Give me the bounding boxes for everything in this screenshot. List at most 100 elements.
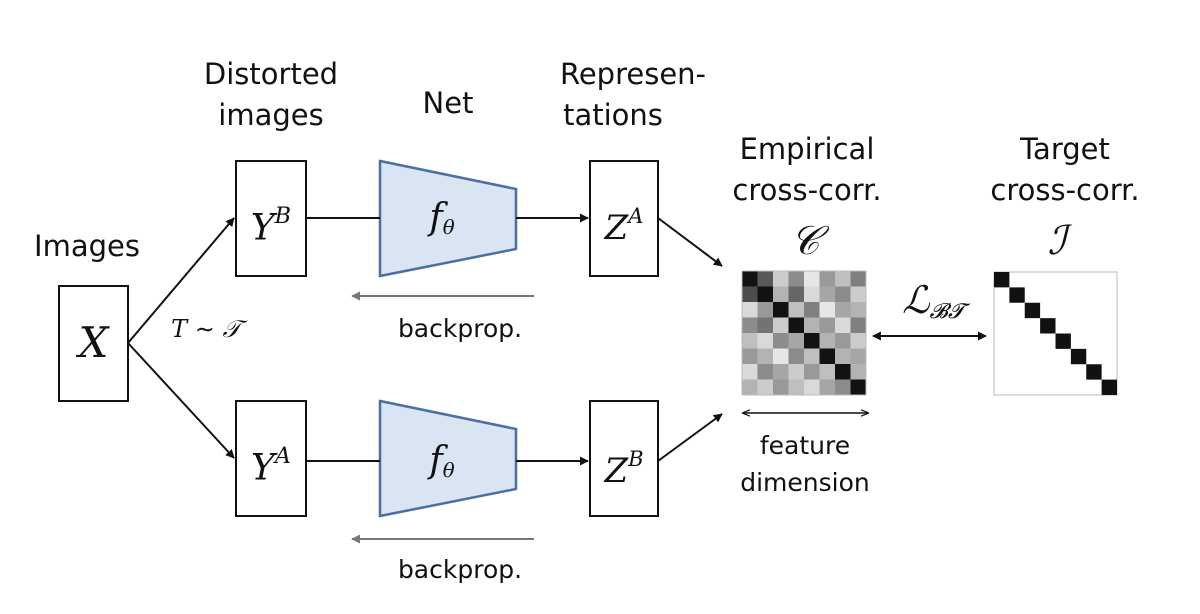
empirical-cell — [788, 379, 805, 396]
target-diagonal-cell — [1040, 318, 1056, 334]
empirical-cell — [773, 286, 789, 303]
label-backprop-bottom: backprop. — [397, 555, 523, 584]
math-c-symbol: 𝒞 — [790, 218, 820, 264]
empirical-cell — [742, 302, 758, 318]
empirical-cell — [850, 302, 867, 318]
math-net-bottom: fθ — [429, 440, 455, 482]
empirical-cell — [850, 333, 867, 349]
net-top-trapezoid — [378, 159, 518, 278]
empirical-cell — [835, 348, 851, 365]
target-diagonal-cell — [1070, 348, 1087, 365]
empirical-diagonal-cell — [788, 317, 805, 334]
label-dimension: dimension — [740, 468, 870, 497]
arrow-z-bottom-to-matrix — [657, 413, 723, 462]
empirical-cell — [742, 379, 758, 396]
empirical-diagonal-cell — [850, 379, 867, 396]
empirical-cross-corr-matrix — [742, 271, 867, 396]
empirical-cell — [819, 379, 836, 396]
empirical-cell — [835, 379, 851, 396]
math-x: X — [78, 318, 109, 367]
target-identity-matrix — [994, 272, 1117, 395]
empirical-cell — [788, 348, 805, 365]
empirical-cell — [835, 333, 851, 349]
empirical-cell — [804, 317, 820, 334]
empirical-cell — [742, 348, 758, 365]
empirical-cell — [835, 286, 851, 303]
math-loss: ℒ𝓑𝓣 — [902, 278, 964, 324]
arrow-z-top-to-matrix — [657, 217, 723, 267]
empirical-cell — [742, 317, 758, 334]
empirical-cell — [742, 286, 758, 303]
empirical-cell — [742, 364, 758, 380]
y-bottom-box — [235, 400, 307, 517]
target-diagonal-cell — [1086, 364, 1102, 380]
empirical-cell — [819, 364, 836, 380]
math-i-symbol: ℐ — [1047, 218, 1067, 264]
math-transform: T ∼ 𝒯 — [171, 315, 241, 343]
arrow-x-to-y-bottom — [127, 342, 235, 459]
empirical-cell — [788, 333, 805, 349]
label-empirical-crosscorr: cross-corr. — [732, 173, 882, 207]
empirical-matrix-border — [741, 270, 867, 396]
empirical-cell — [850, 364, 867, 380]
math-y-top: YB — [250, 203, 292, 249]
label-tations: tations — [563, 98, 663, 132]
empirical-cell — [819, 317, 836, 334]
empirical-cell — [804, 286, 820, 303]
math-z-top: ZA — [604, 203, 644, 248]
label-backprop-top: backprop. — [397, 314, 523, 343]
empirical-cell — [757, 348, 774, 365]
empirical-cell — [742, 333, 758, 349]
empirical-cell — [757, 379, 774, 396]
math-z-bottom: ZB — [604, 446, 644, 491]
empirical-cell — [835, 302, 851, 318]
empirical-cell — [819, 333, 836, 349]
empirical-cell — [788, 302, 805, 318]
empirical-cell — [850, 286, 867, 303]
empirical-cell — [757, 271, 774, 287]
label-empirical: Empirical — [739, 132, 875, 166]
label-target-crosscorr: cross-corr. — [990, 173, 1140, 207]
math-y-bottom: YA — [251, 443, 291, 489]
empirical-diagonal-cell — [804, 333, 820, 349]
empirical-cell — [773, 271, 789, 287]
empirical-cell — [804, 348, 820, 365]
target-diagonal-cell — [994, 272, 1010, 288]
empirical-cell — [788, 286, 805, 303]
target-diagonal-cell — [1055, 333, 1071, 349]
empirical-cell — [804, 364, 820, 380]
target-diagonal-cell — [1009, 287, 1025, 303]
empirical-cell — [819, 302, 836, 318]
empirical-cell — [819, 286, 836, 303]
empirical-diagonal-cell — [742, 271, 758, 287]
label-net: Net — [422, 86, 474, 120]
y-top-box — [235, 160, 307, 277]
empirical-cell — [773, 364, 789, 380]
empirical-cell — [757, 333, 774, 349]
empirical-cell — [850, 271, 867, 287]
empirical-cell — [850, 317, 867, 334]
input-x-box — [58, 285, 129, 402]
empirical-cell — [773, 348, 789, 365]
empirical-cell — [819, 271, 836, 287]
empirical-diagonal-cell — [835, 364, 851, 380]
target-diagonal-cell — [1101, 379, 1117, 395]
label-images-2: images — [218, 98, 324, 132]
empirical-cell — [835, 271, 851, 287]
label-images: Images — [34, 229, 140, 263]
empirical-cell — [804, 302, 820, 318]
empirical-cell — [788, 364, 805, 380]
empirical-cell — [835, 317, 851, 334]
empirical-diagonal-cell — [757, 286, 774, 303]
empirical-cell — [804, 379, 820, 396]
z-bottom-box — [589, 400, 659, 517]
label-represen: Represen- — [559, 57, 707, 91]
empirical-cell — [773, 317, 789, 334]
label-feature: feature — [759, 431, 851, 460]
empirical-cell — [757, 317, 774, 334]
target-diagonal-cell — [1024, 302, 1041, 319]
label-target: Target — [1020, 132, 1110, 166]
math-net-top: fθ — [429, 197, 455, 239]
empirical-cell — [773, 379, 789, 396]
